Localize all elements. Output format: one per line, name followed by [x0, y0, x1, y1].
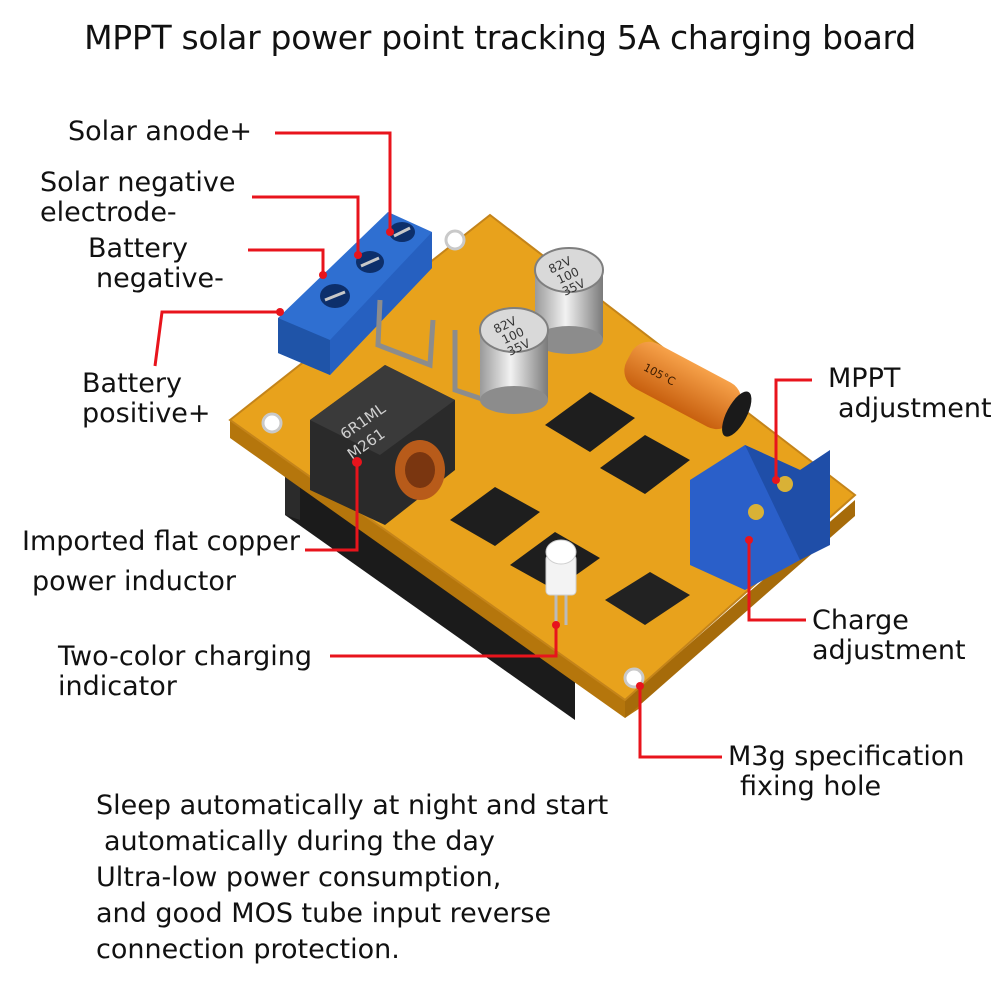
mosfets [450, 392, 690, 590]
control-ic [605, 572, 690, 625]
orange-capacitor: 105°C [624, 341, 752, 437]
label-indicator: Two-color charging indicator [58, 641, 312, 702]
label-solar-anode: Solar anode+ [68, 116, 252, 147]
page-title: MPPT solar power point tracking 5A charg… [84, 18, 916, 57]
charging-led [545, 539, 577, 625]
caption-line-2: automatically during the day [104, 826, 495, 857]
caption-line-5: connection protection. [96, 934, 400, 965]
caption-line-4: and good MOS tube input reverse [96, 898, 552, 929]
label-battery-negative: Battery negative- [88, 233, 224, 294]
pointer-dots [276, 228, 780, 690]
potentiometers [690, 445, 830, 590]
feature-caption: Sleep automatically at night and start a… [96, 788, 608, 968]
label-mppt-adjustment: MPPT adjustment [828, 363, 992, 424]
label-inductor: Imported flat copper power inductor [22, 526, 301, 597]
power-inductor: 6R1ML M261 [310, 365, 455, 525]
pointer-lines [153, 131, 812, 759]
label-solar-negative: Solar negative electrode- [40, 167, 236, 228]
label-charge-adjustment: Charge adjustment [812, 605, 966, 666]
caption-line-3: Ultra-low power consumption, [96, 862, 502, 893]
label-battery-positive: Battery positive+ [82, 368, 211, 429]
caption-line-1: Sleep automatically at night and start [96, 790, 609, 821]
electrolytic-capacitors [479, 247, 604, 414]
label-fixing-hole: M3g specification fixing hole [728, 741, 965, 802]
